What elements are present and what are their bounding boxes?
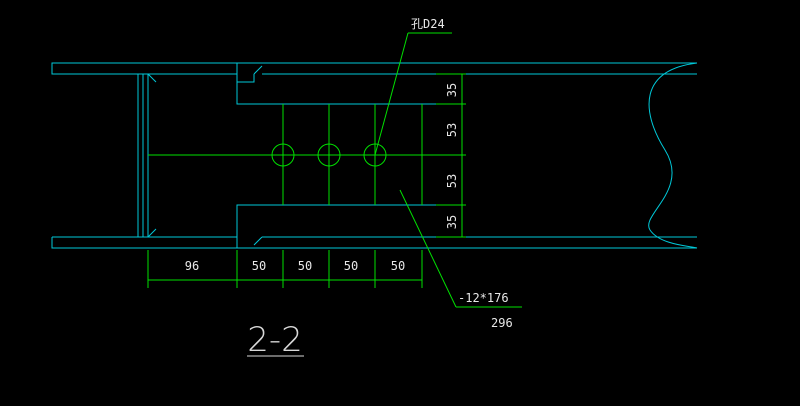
plate-gridlines: [148, 104, 462, 205]
hdim-text-4: 50: [344, 259, 358, 273]
bolt-holes: [271, 143, 387, 167]
bolt-hole-2: [317, 143, 341, 167]
bolt-hole-1: [271, 143, 295, 167]
vdim-text-2: 53: [445, 123, 459, 137]
bottom-weld-mark: [253, 236, 263, 246]
hdim-text-2: 50: [252, 259, 266, 273]
break-line: [648, 62, 698, 249]
vertical-dimension-lines: [422, 73, 466, 238]
top-notch: [236, 63, 462, 105]
plate-label: -12*176: [458, 291, 509, 305]
hole-leader-line: [374, 32, 409, 156]
bottom-notch: [236, 204, 462, 248]
plate-leader-line: [399, 189, 457, 308]
hdim-text-3: 50: [298, 259, 312, 273]
bolt-hole-3: [363, 143, 387, 167]
vdim-text-3: 53: [445, 174, 459, 188]
top-flange: [51, 62, 697, 75]
left-web-chamfer-bottom: [147, 228, 157, 238]
hdim-text-5: 50: [391, 259, 405, 273]
hole-leader: [374, 32, 452, 156]
horizontal-dimension-texts: 96 50 50 50 50: [185, 259, 405, 273]
bottom-flange-outer: [51, 237, 697, 249]
section-title: 2-2: [247, 320, 303, 360]
beam-outline: [51, 62, 698, 249]
hole-label: 孔D24: [411, 17, 445, 31]
hdim-text-1: 96: [185, 259, 199, 273]
left-web-chamfer-top: [147, 73, 157, 83]
plate-leader: [399, 189, 522, 308]
plate-sub-label: 296: [491, 316, 513, 330]
top-notch-inner: [237, 74, 255, 83]
vertical-dimension-texts: 35 53 53 35: [445, 83, 459, 229]
horizontal-dimension-lines: [147, 250, 423, 288]
vdim-text-1: 35: [445, 83, 459, 97]
top-weld-mark: [253, 65, 263, 75]
vdim-text-4: 35: [445, 215, 459, 229]
